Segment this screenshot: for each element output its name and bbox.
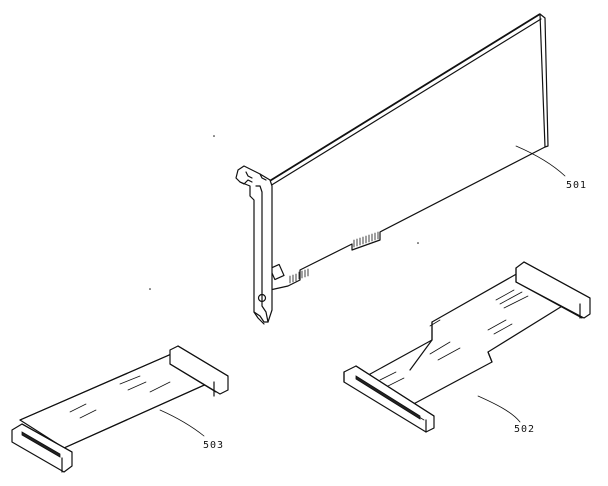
- speck: [417, 242, 419, 244]
- ribbon-cable-right: [343, 261, 591, 433]
- mounting-bracket: [235, 165, 273, 325]
- label-501: 501: [566, 180, 587, 191]
- label-503: 503: [203, 440, 224, 451]
- ribbon-cable-left: [11, 345, 229, 473]
- edge-connector: [289, 231, 379, 284]
- speck: [149, 288, 151, 290]
- screw-hole: [257, 293, 267, 303]
- expansion-board: [267, 13, 549, 291]
- label-502: 502: [514, 424, 535, 435]
- speck: [213, 135, 215, 137]
